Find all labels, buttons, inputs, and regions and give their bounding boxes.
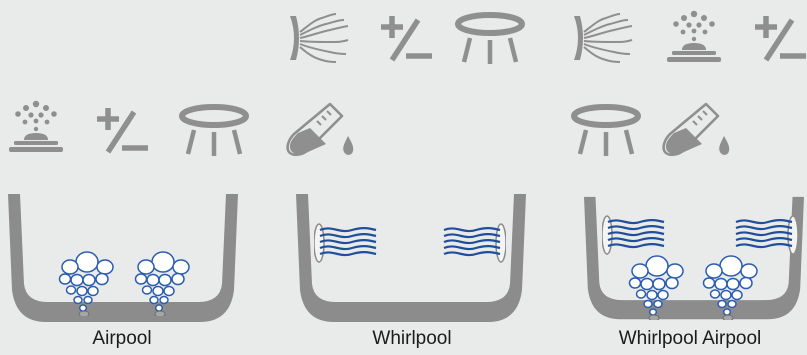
test-tube-icon <box>660 102 732 160</box>
column-whirlpool: Whirlpool <box>270 0 530 355</box>
plus-minus-icon <box>378 14 434 64</box>
caption-whirlpool-airpool: Whirlpool Airpool <box>560 328 807 350</box>
air-bubbles <box>702 254 760 320</box>
water-jet-left <box>602 214 666 256</box>
caption-whirlpool: Whirlpool <box>282 328 542 350</box>
air-bubbles <box>628 254 686 320</box>
air-bubbles <box>58 250 116 316</box>
test-tube-icon <box>284 102 356 160</box>
caption-airpool: Airpool <box>0 328 252 350</box>
heater-plate-icon <box>454 12 526 66</box>
bathtub <box>8 194 238 324</box>
air-bubbles <box>134 250 192 316</box>
water-jet-icon <box>288 12 350 64</box>
fountain-icon <box>6 100 66 156</box>
water-jet-icon <box>572 12 634 64</box>
plus-minus-icon <box>752 14 807 64</box>
heater-plate-icon <box>178 104 250 158</box>
column-airpool: Airpool <box>0 0 260 355</box>
water-jet-right <box>734 214 798 256</box>
water-jet-right <box>442 222 506 264</box>
plus-minus-icon <box>94 106 150 156</box>
water-jet-left <box>314 222 378 264</box>
heater-plate-icon <box>570 104 642 158</box>
fountain-icon <box>664 10 724 66</box>
column-whirlpool-airpool: Whirlpool Airpool <box>560 0 807 355</box>
